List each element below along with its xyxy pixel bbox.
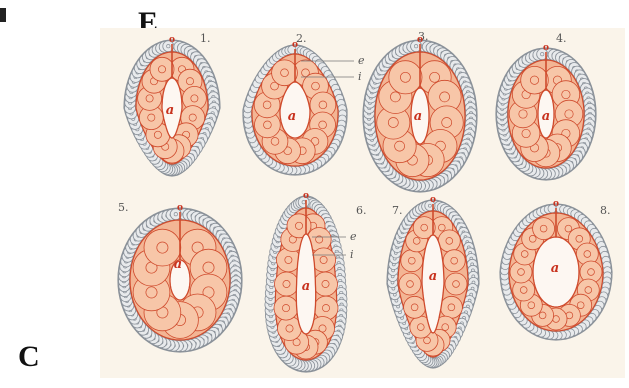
gastrula-plate: 1.ao2.aoei3.ao4.ao5.ao6.aoei7.ao8.ao: [100, 28, 625, 378]
cavity-label: a: [288, 109, 296, 124]
embryo-figure-7: 7. a o: [387, 195, 479, 368]
endoderm-cell: [275, 272, 299, 296]
endoderm-cell: [399, 273, 421, 295]
opening-label: o: [169, 35, 175, 45]
opening-label: o: [417, 35, 423, 45]
figure-number: 5.: [118, 201, 129, 214]
panel-edge-mark: [0, 8, 6, 22]
opening-label: o: [177, 203, 183, 213]
opening-label: o: [303, 191, 309, 201]
endoderm-cell: [443, 250, 465, 272]
cavity-label: a: [166, 103, 174, 118]
endoderm-cell: [533, 218, 555, 240]
opening-label: o: [292, 40, 298, 50]
cavity-label: a: [174, 257, 182, 272]
endoderm-cell: [274, 296, 298, 320]
endoderm-cell: [401, 250, 423, 272]
embryo-figure-8: 8. a o: [500, 199, 612, 340]
figure-number: 8.: [600, 204, 611, 217]
endoderm-cell: [440, 296, 462, 318]
cavity-label: a: [302, 279, 310, 294]
opening-label: o: [430, 195, 436, 205]
opening-label: o: [543, 43, 549, 53]
layer-label-i: i: [358, 70, 362, 83]
cavity-label: a: [551, 261, 559, 276]
embryo-figure-5: 5. a o: [118, 201, 242, 352]
layer-label-e: e: [350, 230, 357, 243]
embryo-figure-6: 6. a o ei: [265, 191, 367, 372]
cavity-label: a: [542, 109, 550, 124]
endoderm-cell: [314, 296, 338, 320]
figure-number: 7.: [392, 204, 403, 217]
endoderm-cell: [404, 296, 426, 318]
cavity-label: a: [414, 109, 422, 124]
embryo-figure-1: 1. a o: [124, 32, 220, 176]
embryo-figure-3: 3.ao: [363, 30, 477, 192]
figure-number: 6.: [356, 204, 367, 217]
endoderm-cell: [438, 230, 460, 252]
cavity-label: a: [429, 269, 437, 284]
panel-letter-c: C: [18, 342, 40, 372]
layer-label-i: i: [350, 248, 354, 261]
endoderm-cell: [150, 57, 174, 81]
figure-number: 4.: [556, 32, 567, 45]
opening-label: o: [553, 199, 559, 209]
layer-label-e: e: [358, 54, 365, 67]
endoderm-cell: [521, 66, 549, 94]
endoderm-cell: [314, 272, 338, 296]
embryo-figure-4: 4. a o: [496, 32, 596, 180]
figure-number: 1.: [200, 32, 211, 45]
endoderm-cell: [445, 273, 467, 295]
